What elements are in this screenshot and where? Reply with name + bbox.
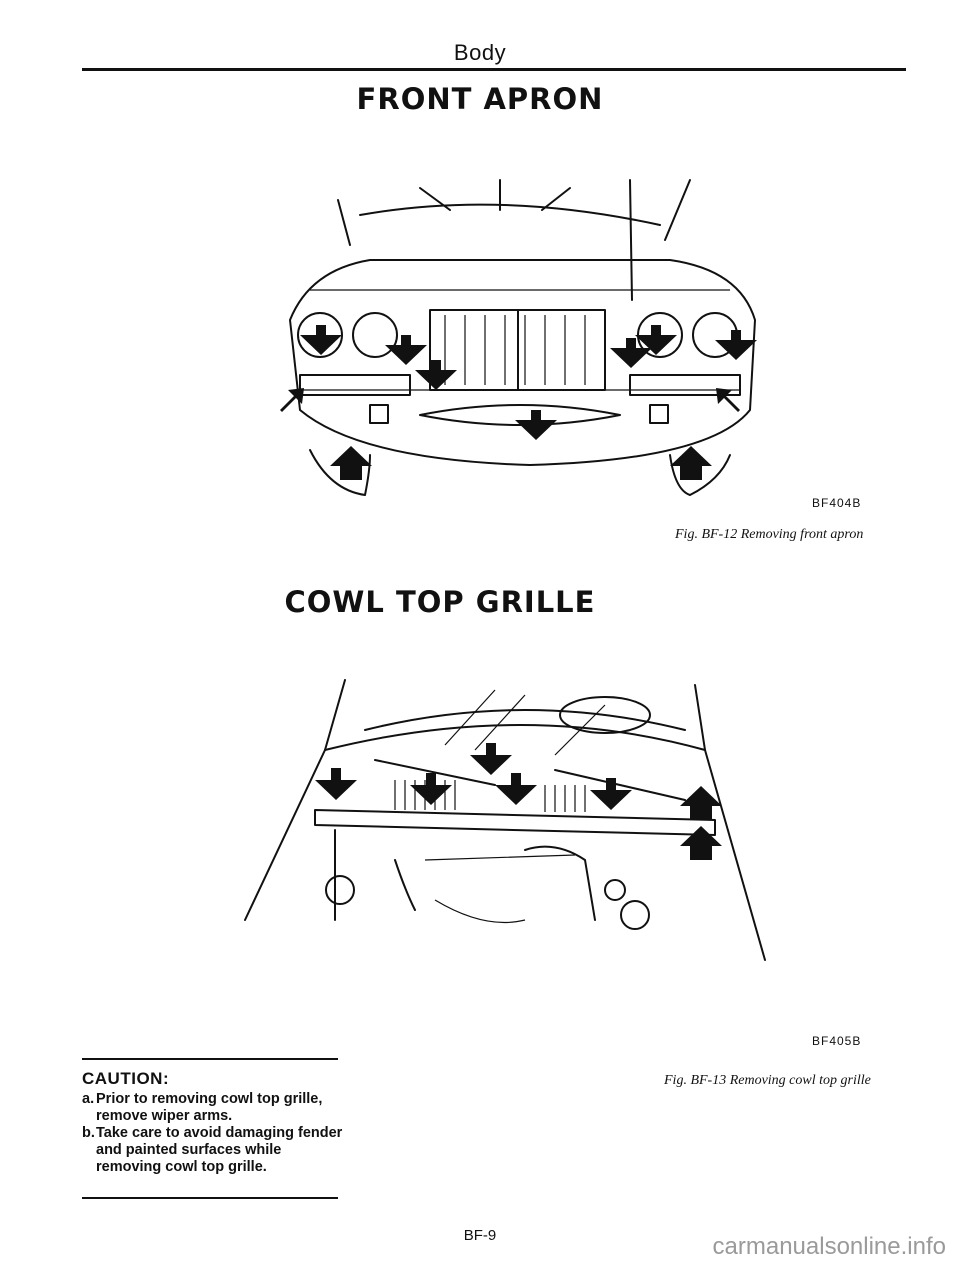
section-title-cowl-top-grille: COWL TOP GRILLE: [284, 585, 596, 619]
watermark: carmanualsonline.info: [712, 1233, 946, 1260]
caution-item-marker: b.: [82, 1125, 95, 1141]
cowl-top-grille-illustration: [244, 679, 766, 961]
caution-title: CAUTION:: [82, 1069, 170, 1088]
front-apron-illustration: [280, 179, 757, 496]
caution-box: CAUTION: a. Prior to removing cowl top g…: [82, 1070, 344, 1176]
header-rule: [82, 68, 906, 71]
caution-item-text: Prior to removing cowl top grille, remov…: [96, 1091, 323, 1124]
page-number: BF-9: [463, 1227, 497, 1244]
caution-bottom-rule: [82, 1197, 338, 1199]
caution-item-marker: a.: [82, 1091, 95, 1107]
caution-item: b. Take care to avoid damaging fender an…: [82, 1125, 344, 1176]
caution-item: a. Prior to removing cowl top grille, re…: [82, 1091, 344, 1125]
running-header: Body: [453, 40, 507, 65]
caution-top-rule: [82, 1058, 338, 1060]
section-title-front-apron: FRONT APRON: [356, 82, 604, 116]
figure-caption: Fig. BF-12 Removing front apron: [675, 527, 864, 542]
caution-item-text: Take care to avoid damaging fender and p…: [96, 1125, 343, 1175]
figure-code: BF404B: [812, 496, 862, 510]
figure-code: BF405B: [812, 1034, 862, 1048]
figure-caption: Fig. BF-13 Removing cowl top grille: [664, 1073, 871, 1088]
